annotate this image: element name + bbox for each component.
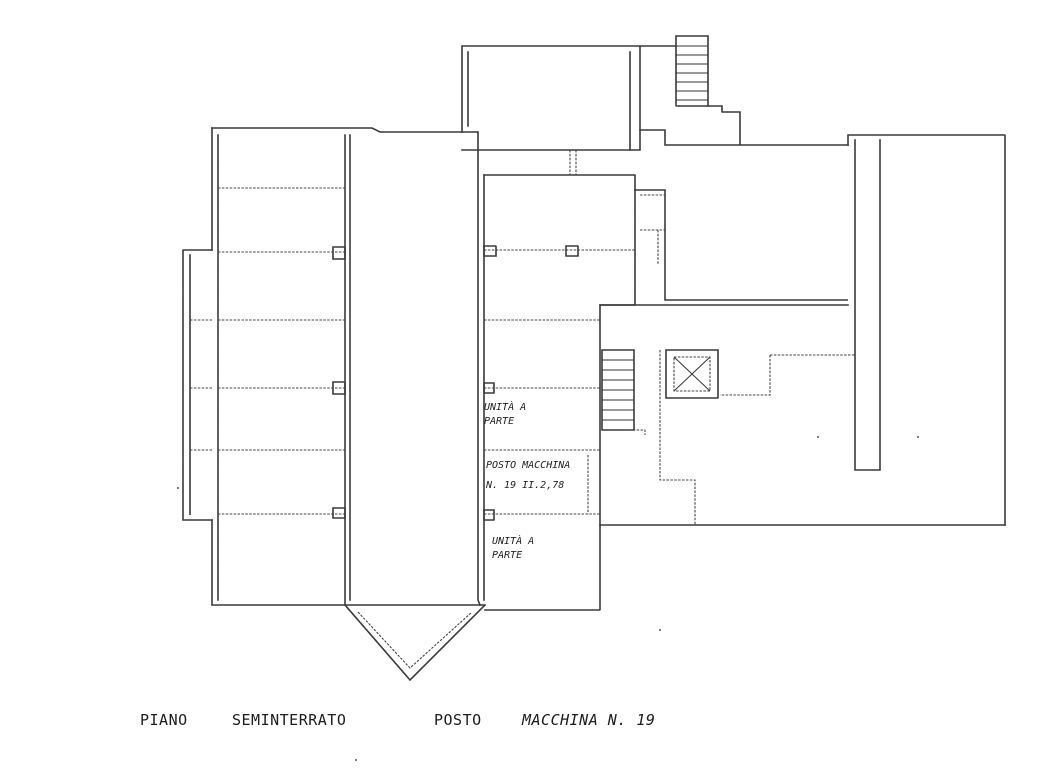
unit-a-bottom-line1: UNITÀ A bbox=[492, 534, 534, 547]
parking-space-line1: POSTO MACCHINA bbox=[486, 460, 570, 471]
caption-level: SEMINTERRATO bbox=[232, 711, 346, 729]
middle-stair bbox=[601, 349, 646, 435]
caption-posto: POSTO bbox=[434, 711, 482, 729]
parking-space-line2: N. 19 II.2,78 bbox=[485, 480, 564, 491]
unit-a-top-line1: UNITÀ A bbox=[484, 400, 526, 413]
connecting-corridor bbox=[634, 129, 849, 301]
top-annex bbox=[461, 45, 677, 175]
left-parking-block bbox=[211, 127, 463, 606]
unit-a-top-label: UNITÀ A PARTE bbox=[484, 400, 526, 427]
parking-space-label: POSTO MACCHINA N. 19 II.2,78 bbox=[485, 460, 570, 491]
right-parking-block bbox=[461, 131, 636, 611]
right-building bbox=[599, 134, 1006, 526]
caption-macchina: MACCHINA N. 19 bbox=[521, 711, 655, 729]
caption-floor: PIANO bbox=[140, 711, 188, 729]
drawing-caption: PIANO SEMINTERRATO POSTO MACCHINA N. 19 bbox=[140, 711, 655, 729]
elevator-shaft bbox=[665, 349, 719, 399]
left-extension-strip bbox=[182, 249, 213, 521]
unit-a-top-line2: PARTE bbox=[484, 416, 514, 427]
entrance-ramp bbox=[343, 603, 487, 682]
unit-a-bottom-label: UNITÀ A PARTE bbox=[492, 534, 534, 561]
top-stair bbox=[675, 35, 741, 146]
unit-a-bottom-line2: PARTE bbox=[492, 550, 522, 561]
